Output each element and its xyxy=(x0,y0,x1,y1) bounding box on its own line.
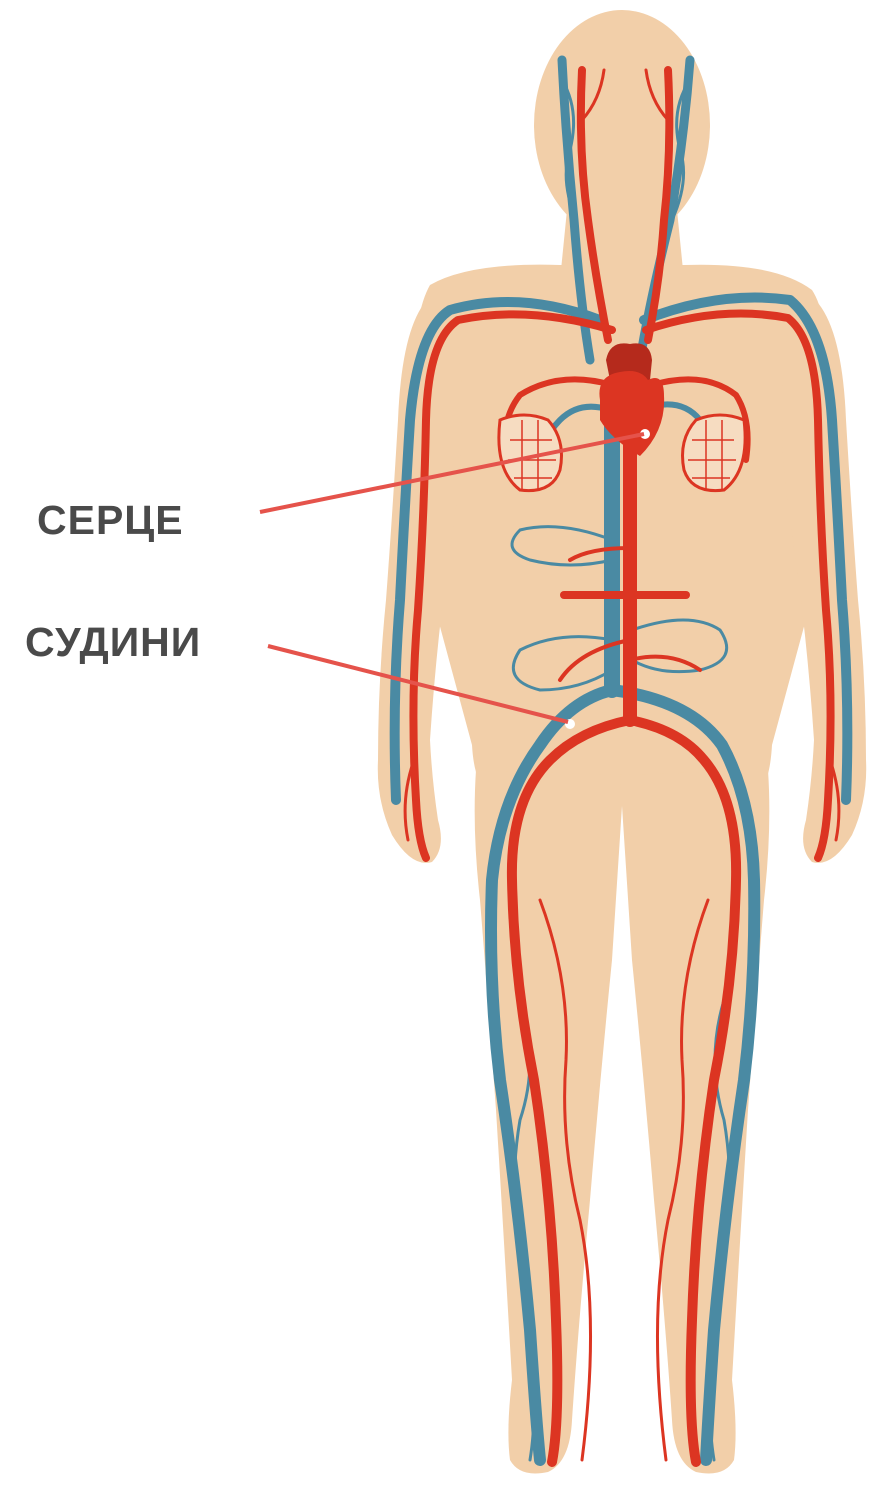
torso xyxy=(413,265,828,790)
body-silhouette xyxy=(378,10,866,1474)
vessels-label: СУДИНИ xyxy=(25,622,201,663)
heart-label: СЕРЦЕ xyxy=(37,500,184,541)
lung-left xyxy=(683,415,746,491)
